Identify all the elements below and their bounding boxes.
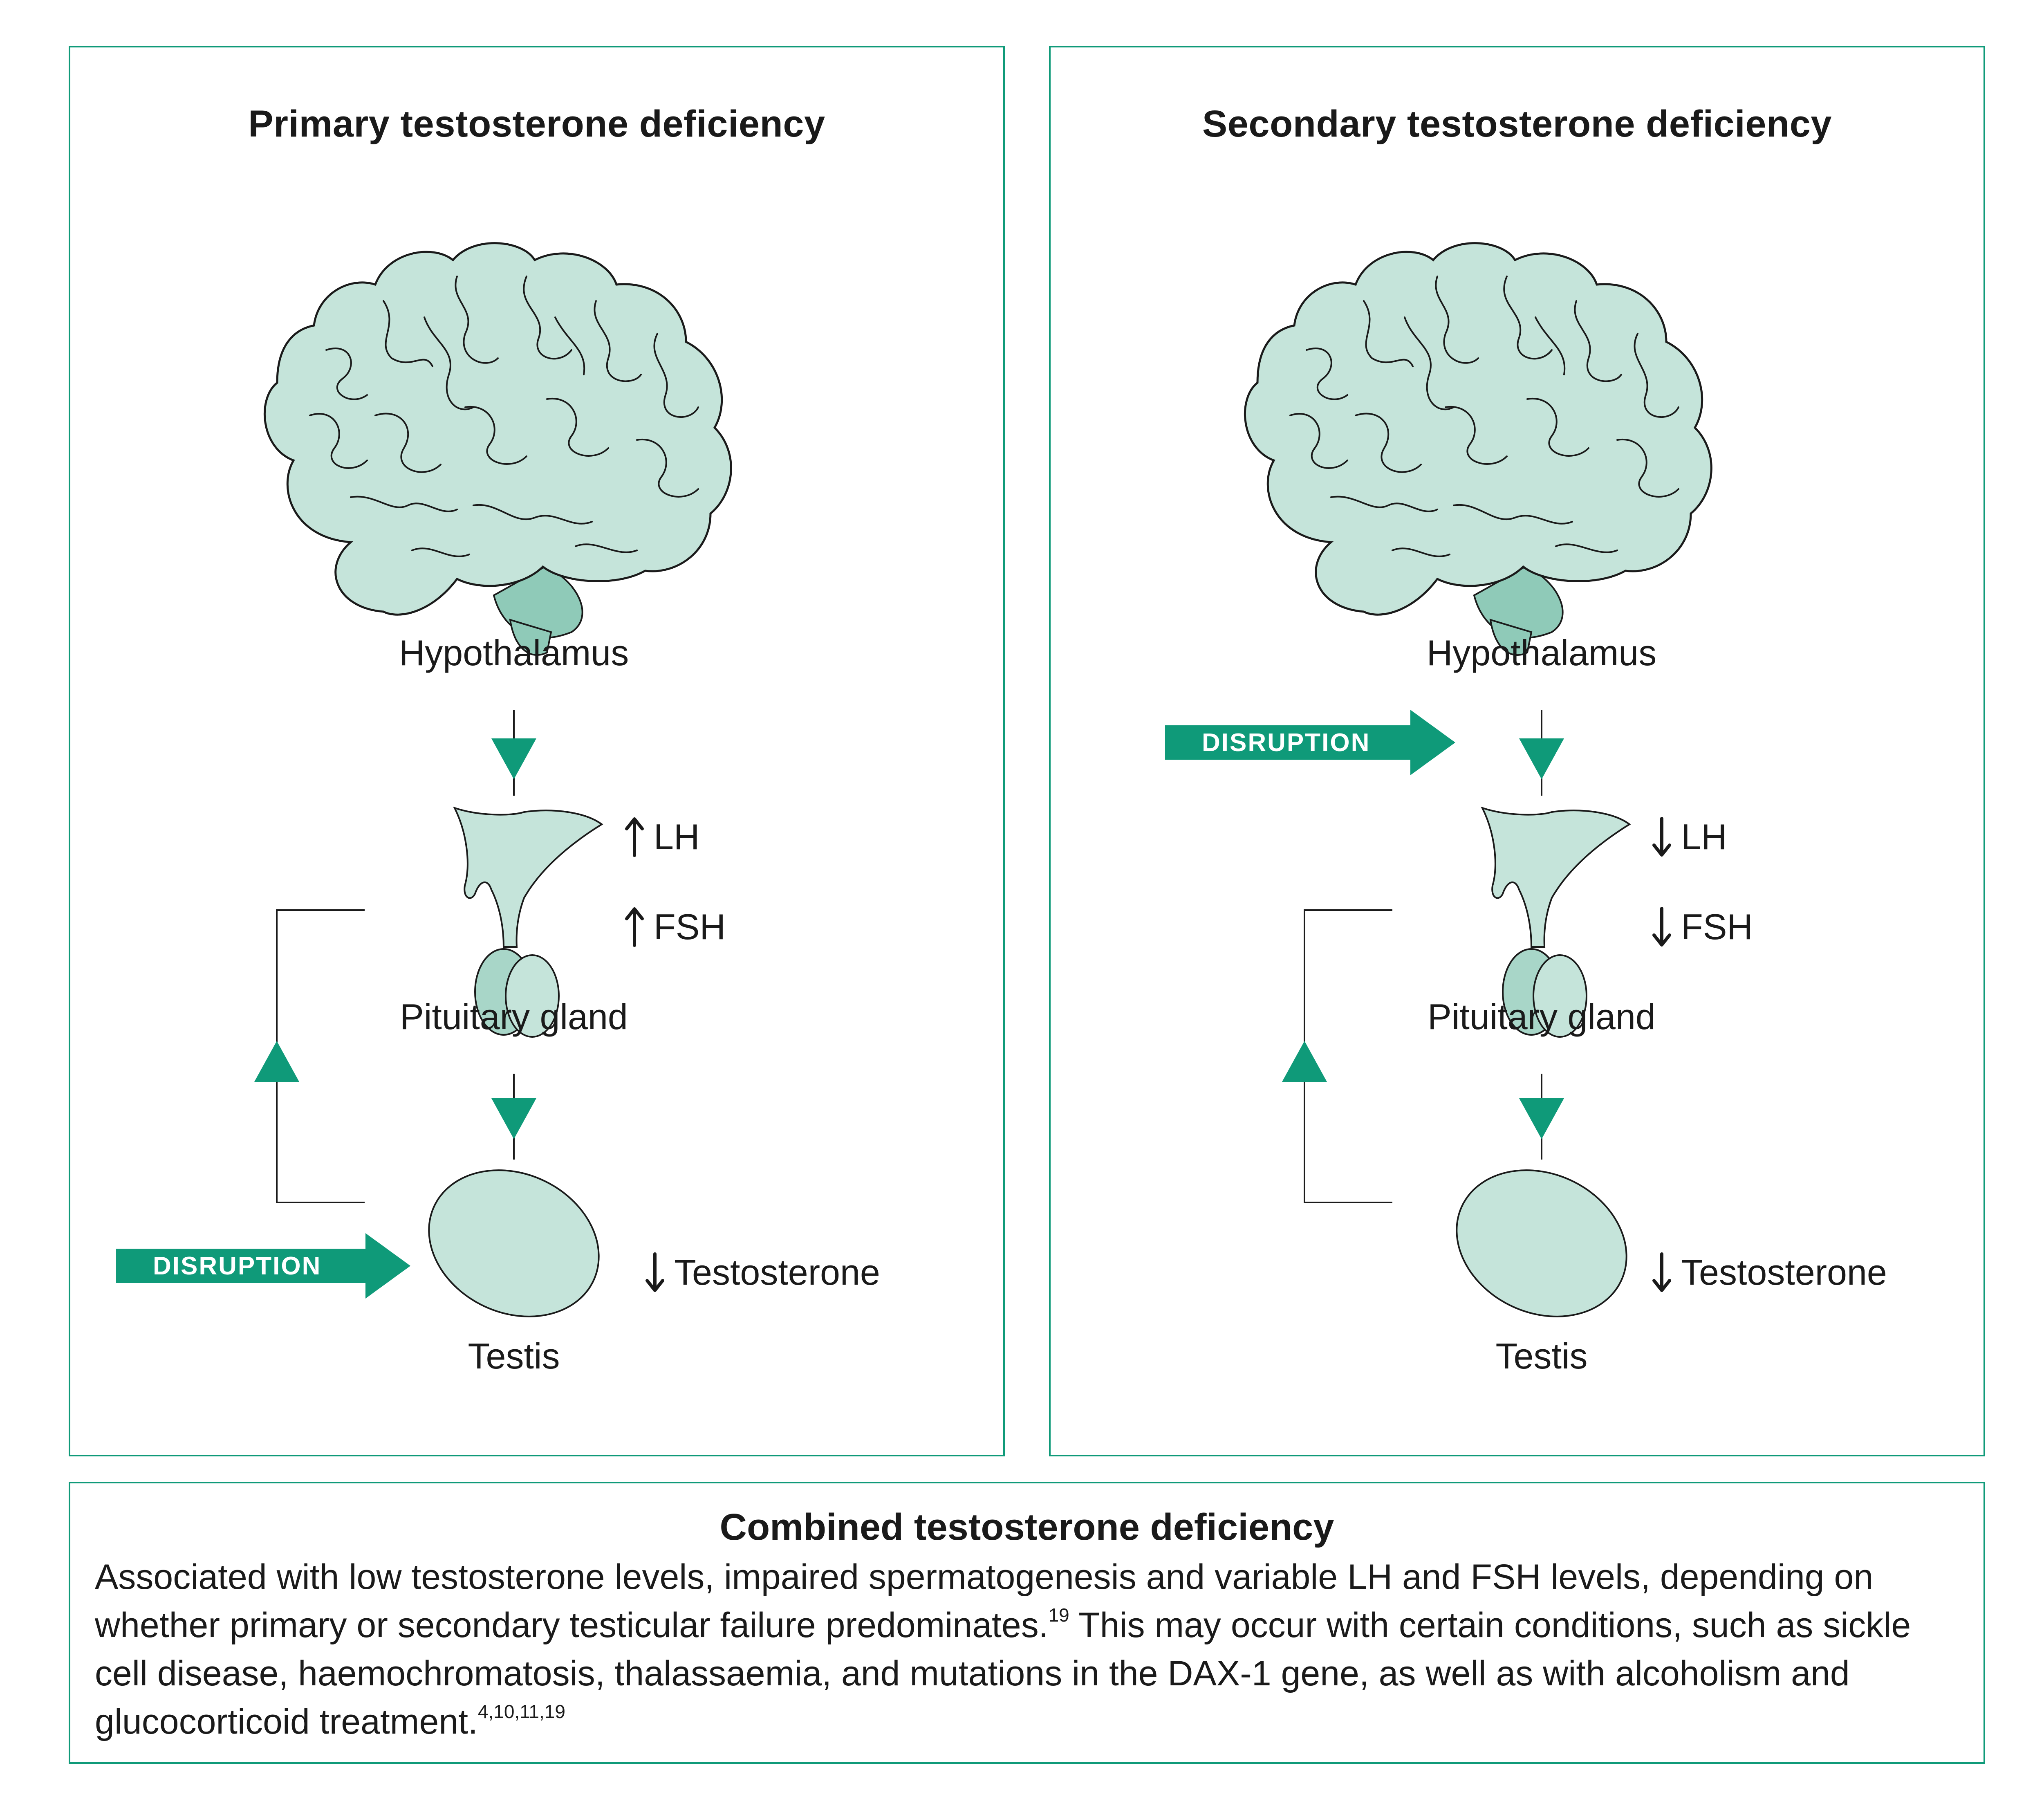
brain-icon: [263, 242, 732, 656]
combined-description: Associated with low testosterone levels,…: [95, 1553, 1959, 1746]
combined-text-part-2: This may occur with certain conditions, …: [95, 1606, 1911, 1741]
disruption-arrow: DISRUPTION: [116, 1233, 410, 1299]
down-arrow-icon: [1652, 907, 1671, 947]
primary-diagram-graphics: [254, 242, 732, 1317]
testosterone-label: Testosterone: [1681, 1252, 1887, 1292]
reference-superscript: 4,10,11,19: [477, 1701, 565, 1722]
fsh-level: FSH: [624, 906, 726, 948]
lh-level: LH: [1652, 816, 1727, 858]
primary-deficiency-panel: Primary testosterone deficiency: [69, 46, 1005, 1456]
brain-icon: [1244, 242, 1712, 656]
disruption-arrow: DISRUPTION: [1165, 710, 1455, 775]
down-arrow-icon: [645, 1252, 664, 1292]
up-arrow-icon: [625, 907, 644, 947]
testis-icon: [1456, 1169, 1627, 1317]
panel-title: Primary testosterone deficiency: [248, 103, 825, 145]
hypothalamus-label: Hypothalamus: [1426, 633, 1657, 673]
testosterone-label: Testosterone: [674, 1252, 880, 1292]
pituitary-to-testis-arrow: [1519, 1074, 1564, 1160]
lh-label: LH: [654, 817, 700, 857]
pituitary-to-testis-arrow: [491, 1074, 536, 1160]
hypothalamus-to-pituitary-arrow: [1519, 710, 1564, 796]
lh-level: LH: [624, 816, 700, 858]
combined-text-part-1: Associated with low testosterone levels,…: [95, 1557, 1874, 1645]
testis-label: Testis: [468, 1336, 560, 1376]
down-arrow-icon: [1652, 1252, 1671, 1292]
testis-icon: [428, 1169, 600, 1317]
disruption-arrowhead: [1410, 710, 1455, 775]
fsh-label: FSH: [1681, 906, 1753, 947]
panel-title: Secondary testosterone deficiency: [1202, 103, 1832, 145]
negative-feedback-loop: [1282, 909, 1392, 1203]
negative-feedback-loop: [254, 909, 365, 1203]
hypothalamus-label: Hypothalamus: [399, 633, 629, 673]
pituitary-gland-icon: [453, 806, 603, 1038]
combined-title: Combined testosterone deficiency: [719, 1506, 1334, 1548]
lh-label: LH: [1681, 817, 1727, 857]
down-arrow-icon: [1652, 817, 1671, 857]
disruption-arrowhead: [365, 1233, 410, 1299]
disruption-label: DISRUPTION: [1165, 725, 1410, 760]
pituitary-gland-icon: [1481, 806, 1631, 1038]
fsh-level: FSH: [1652, 906, 1753, 948]
testosterone-level: Testosterone: [1652, 1252, 1887, 1293]
pituitary-gland-label: Pituitary gland: [400, 996, 628, 1037]
fsh-label: FSH: [654, 906, 726, 947]
secondary-diagram-graphics: [1244, 242, 1712, 1317]
testosterone-level: Testosterone: [645, 1252, 880, 1293]
pituitary-gland-label: Pituitary gland: [1428, 996, 1656, 1037]
reference-superscript: 19: [1048, 1604, 1069, 1626]
testis-label: Testis: [1495, 1336, 1588, 1376]
combined-deficiency-panel: Combined testosterone deficiency Associa…: [69, 1482, 1985, 1764]
up-arrow-icon: [625, 817, 644, 857]
secondary-deficiency-panel: Secondary testosterone deficiency: [1049, 46, 1985, 1456]
hypothalamus-to-pituitary-arrow: [491, 710, 536, 796]
disruption-label: DISRUPTION: [116, 1249, 365, 1283]
